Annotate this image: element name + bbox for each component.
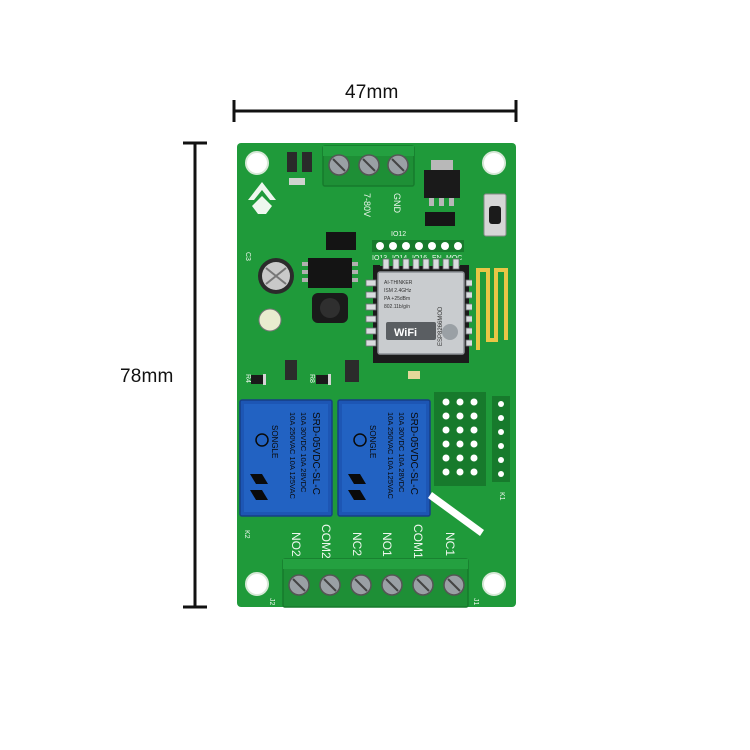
silk-j2: J2: [268, 598, 275, 606]
indicator-components: [251, 360, 420, 385]
terminal-label-no1: NO1: [380, 532, 394, 557]
terminal-label-nc2: NC2: [350, 532, 364, 556]
silk-label-gnd: GND: [392, 193, 402, 214]
relay-k1-rating-2: 10A 30VDC 10A 28VDC: [397, 412, 406, 493]
reset-button-icon: [483, 193, 507, 237]
board-logo: [248, 182, 276, 214]
silk-c3: C3: [244, 252, 251, 261]
height-dimension-line: [183, 141, 207, 609]
smd-components-top-left: [287, 152, 356, 250]
terminal-label-no2: NO2: [289, 532, 303, 557]
wifi-module-brand: WiFi: [394, 327, 417, 339]
gpio-header-pins: [372, 240, 464, 252]
mounting-holes: [245, 151, 506, 596]
relay-k2-rating-1: 10A 250VAC 10A 125VAC: [288, 412, 297, 499]
relay-k2-rating-2: 10A 30VDC 10A 28VDC: [299, 412, 308, 493]
terminal-label-nc1: NC1: [443, 532, 457, 556]
wifi-module-pa: PA +25dBm: [384, 296, 410, 302]
relay-k1-brand: SONGLE: [368, 425, 377, 458]
relay-output-terminal-block: [282, 558, 469, 608]
pcb-antenna: [472, 262, 514, 362]
silk-r4: R4: [244, 374, 251, 383]
relay-k1-model: SRD-05VDC-SL-C: [408, 412, 419, 495]
relay-k2: [239, 399, 333, 517]
relay-k2-model: SRD-05VDC-SL-C: [310, 412, 321, 495]
silk-k1: K1: [498, 492, 505, 501]
wifi-module-model: ESP8266MOD: [438, 306, 444, 346]
silk-j1: J1: [472, 598, 479, 606]
relay-k2-brand: SONGLE: [270, 425, 279, 458]
electrolytic-capacitor: [258, 258, 294, 294]
width-dimension-label: 47mm: [345, 82, 399, 103]
wifi-module-standard: 802.11b/g/n: [384, 304, 410, 310]
silk-label-7-80v: 7-80V: [362, 193, 372, 217]
terminal-label-com2: COM2: [319, 524, 333, 559]
height-dimension-label: 78mm: [120, 366, 174, 387]
wifi-module: [365, 258, 477, 363]
terminal-label-com1: COM1: [411, 524, 425, 559]
wifi-module-mark: ISM 2.4GHz: [384, 288, 412, 294]
programming-header: [434, 392, 510, 486]
silk-r8: R8: [308, 374, 315, 383]
relay-k1: [337, 399, 431, 517]
isolation-slot: [428, 492, 484, 536]
voltage-regulator: [424, 160, 460, 226]
power-ic-and-inductor: [302, 258, 358, 323]
small-capacitor: [258, 308, 282, 332]
wifi-module-vendor: AI-THINKER: [384, 280, 413, 286]
silk-io12: IO12: [391, 231, 406, 238]
width-dimension-line: [232, 100, 518, 122]
power-terminal-block: [322, 145, 415, 187]
pcb-board: [237, 143, 516, 607]
silk-k2: K2: [243, 530, 250, 539]
relay-k1-rating-1: 10A 250VAC 10A 125VAC: [386, 412, 395, 499]
silk-io13: IO13: [372, 255, 387, 262]
